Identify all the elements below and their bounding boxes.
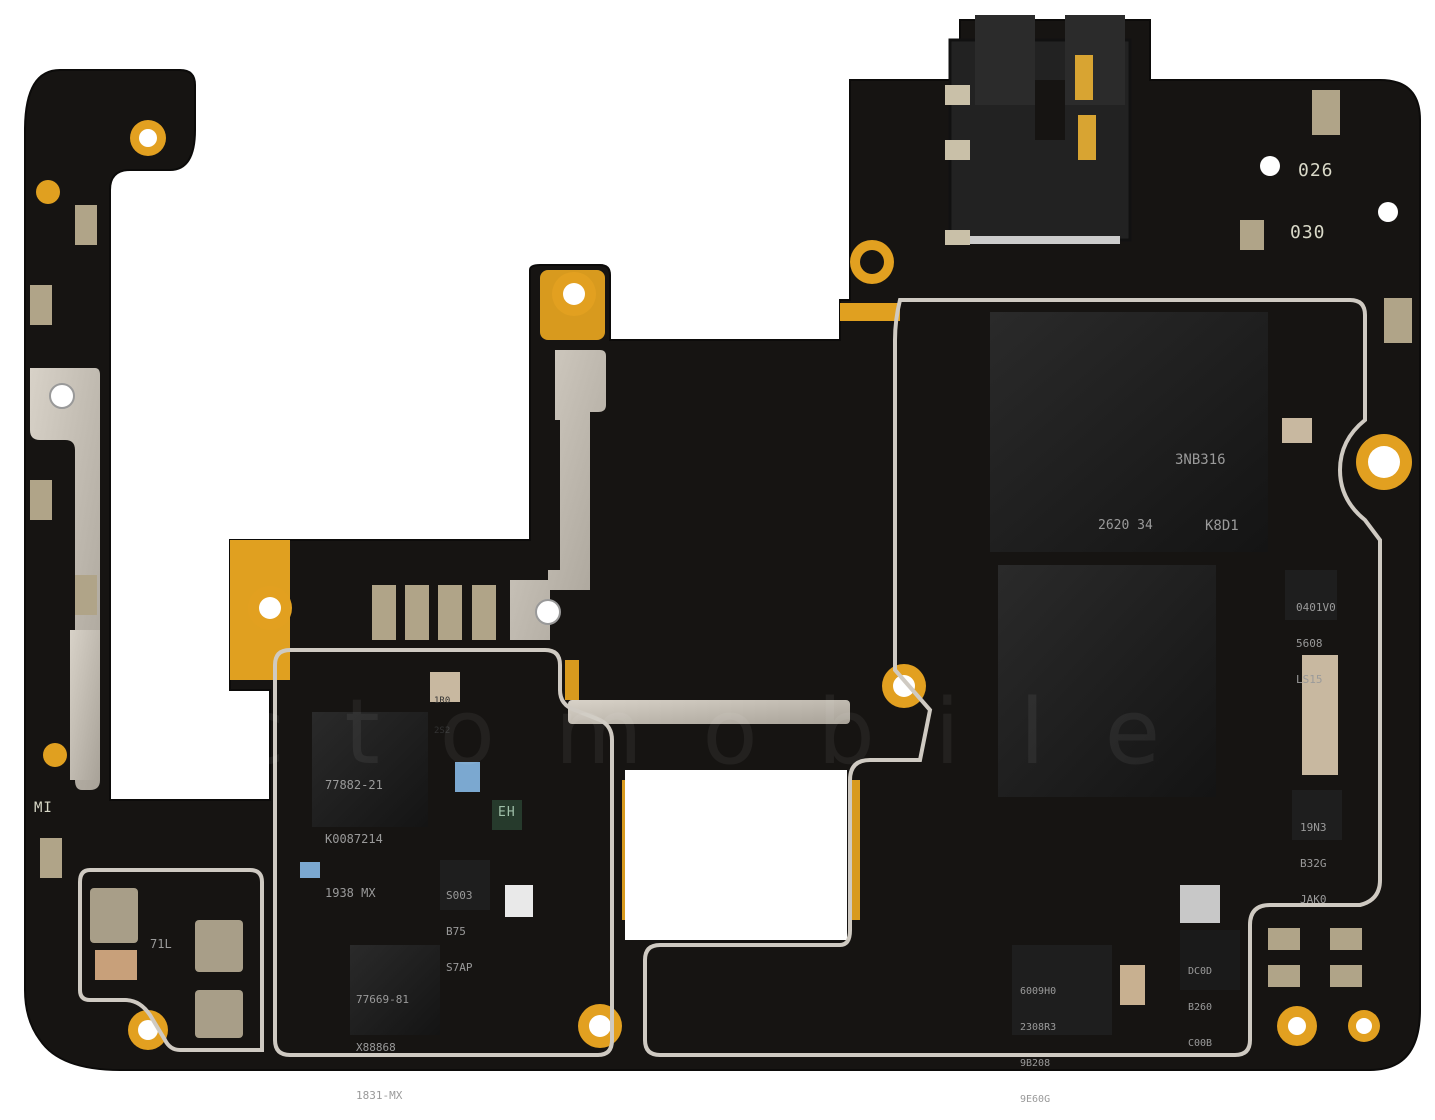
- pa-bottom-line-1: 77669-81: [356, 993, 409, 1006]
- pa-top-marking: 77882-21 K0087214 1938 MX: [325, 740, 383, 920]
- pmic-a-marking: 0401V0 5608 LS15: [1296, 578, 1336, 698]
- soc-chip: [998, 565, 1216, 797]
- pa-top-line-1: 77882-21: [325, 778, 383, 792]
- pcb-board-svg: [24, 15, 1421, 1071]
- cap-line-2: 2S2: [434, 726, 451, 736]
- pa-bottom-line-3: 1831-MX: [356, 1089, 403, 1102]
- board-label-026: 026: [1298, 160, 1334, 181]
- pmic-a-line-2: 5608: [1296, 637, 1323, 650]
- cap-line-1: 1R0: [434, 696, 451, 706]
- small-a-line-2: B75: [446, 925, 466, 938]
- audio-chip-marking: 6009H0 2308R3 9B208 9E60G: [1020, 962, 1056, 1118]
- pmic-a-line-3: LS15: [1296, 673, 1323, 686]
- shield-frames: [78, 298, 1382, 1057]
- right-small-line-2: B260: [1188, 1002, 1213, 1013]
- eh-marking: EH: [498, 805, 516, 820]
- ram-chip-marking: 3NB316 K8D1: [1175, 405, 1239, 559]
- pa-chip-top: [312, 712, 428, 827]
- small-a-marking: S003 B75 S7AP: [446, 866, 473, 986]
- right-small-marking: DC0D B260 C00B: [1188, 942, 1212, 1062]
- audio-jack: [945, 15, 1132, 245]
- ram-chip-code: 2620 34: [1098, 518, 1153, 533]
- pa-bottom-line-2: X88868: [356, 1041, 396, 1054]
- ram-line-2: K8D1: [1205, 518, 1239, 534]
- small-a-line-1: S003: [446, 889, 473, 902]
- pmic-b-line-1: 19N3: [1300, 821, 1327, 834]
- pmic-a-line-1: 0401V0: [1296, 601, 1336, 614]
- audio-line-2: 2308R3: [1020, 1022, 1057, 1033]
- audio-line-3: 9B208: [1020, 1058, 1051, 1069]
- right-small-line-3: C00B: [1188, 1038, 1213, 1049]
- pa-bottom-marking: 77669-81 X88868 1831-MX: [356, 960, 409, 1120]
- pa-top-line-2: K0087214: [325, 832, 383, 846]
- small-a-line-3: S7AP: [446, 961, 473, 974]
- pa-top-line-3: 1938 MX: [325, 886, 376, 900]
- metal-bar: [568, 700, 850, 724]
- cap-small-marking: 1R0 2S2: [434, 676, 450, 746]
- pmic-b-line-3: JAK0: [1300, 893, 1327, 906]
- brand-mark: MI: [34, 800, 53, 816]
- pmic-left-marking: 71L: [150, 937, 172, 951]
- right-small-line-1: DC0D: [1188, 966, 1213, 977]
- pa-chip-bottom: [350, 945, 440, 1035]
- pmic-b-line-2: B32G: [1300, 857, 1327, 870]
- watermark: ictomobile: [150, 680, 1221, 785]
- ram-line-1: 3NB316: [1175, 452, 1226, 468]
- pmic-b-marking: 19N3 B32G JAK0: [1300, 798, 1327, 918]
- audio-line-1: 6009H0: [1020, 986, 1057, 997]
- pcb-photo: 026 030 MI EH 3NB316 K8D1 2620 34 0401V0…: [24, 15, 1421, 1105]
- board-label-030: 030: [1290, 222, 1326, 243]
- ram-chip: [990, 312, 1268, 552]
